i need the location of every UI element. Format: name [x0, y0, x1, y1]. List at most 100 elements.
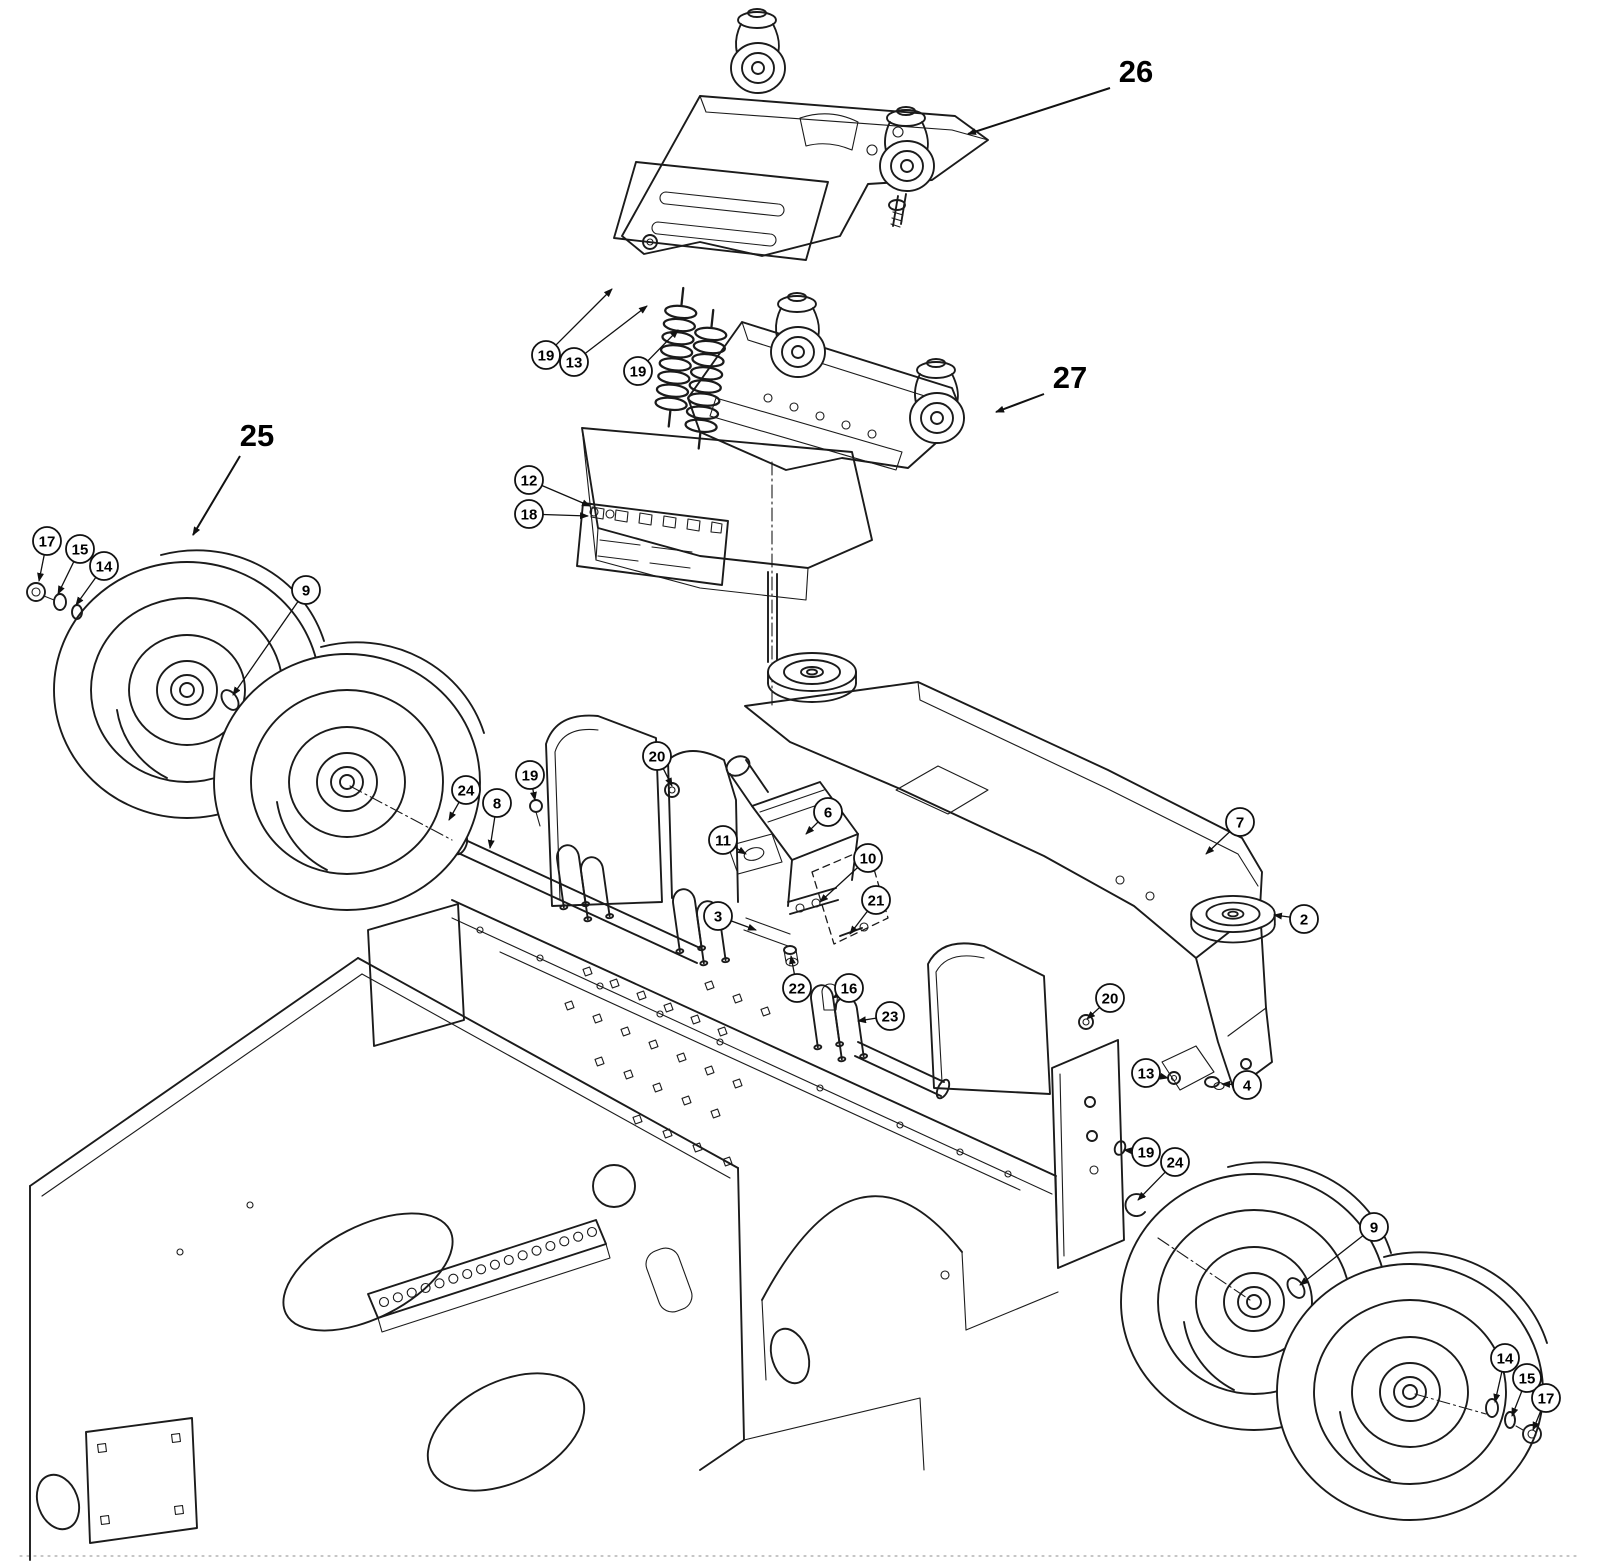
support-plate-7: [744, 681, 1273, 1091]
callout-13: 13: [559, 305, 648, 377]
callout-22: 22: [782, 955, 812, 1003]
callout-number: 8: [493, 796, 501, 813]
callout-number: 20: [649, 749, 666, 766]
axle-hardware-left: [26, 582, 83, 620]
callout-15: 15: [57, 534, 95, 595]
rivets: [176, 926, 1012, 1280]
callout-number: 18: [521, 507, 538, 524]
callout-number: 13: [1138, 1066, 1155, 1083]
u-bolts: [550, 842, 869, 1063]
callout-number: 24: [458, 783, 475, 800]
callout-circle: [708, 825, 738, 855]
callout-4: 4: [1221, 1070, 1262, 1100]
callout-circle: [89, 551, 119, 581]
callout-circle: [32, 526, 62, 556]
callout-circle: [482, 788, 512, 818]
callout-21: 21: [849, 885, 891, 935]
caster-wheel: [770, 292, 826, 378]
callout-14: 14: [1490, 1343, 1520, 1403]
callout-number: 17: [39, 534, 56, 551]
callout-circle: [623, 356, 653, 386]
callout-number: 16: [841, 981, 858, 998]
callout-circle: [559, 347, 589, 377]
bolt-18: [589, 507, 599, 517]
part-label-25: 25: [192, 418, 274, 536]
callout-circle: [1232, 1070, 1262, 1100]
callout-15: 15: [1511, 1363, 1542, 1417]
callout-circle: [834, 973, 864, 1003]
callout-24: 24: [1137, 1147, 1190, 1201]
callout-19: 19: [1123, 1137, 1161, 1167]
callout-circle: [813, 797, 843, 827]
caster-wheel: [879, 106, 935, 192]
mount-3: [743, 917, 791, 947]
nut-4: [1204, 1076, 1220, 1088]
callout-circle: [291, 575, 321, 605]
callout-20: 20: [1086, 983, 1125, 1020]
bolt-19-left: [529, 799, 543, 813]
callout-circle: [1131, 1137, 1161, 1167]
callout-number: 7: [1236, 815, 1244, 832]
callout-number: 6: [824, 805, 832, 822]
bracket-hardware-right: [1161, 1045, 1225, 1091]
caster-stem: [888, 193, 907, 228]
left-side-plate: [367, 903, 465, 1047]
seat-plate-assembly: [576, 427, 873, 707]
callout-circle: [1490, 1343, 1520, 1373]
callout-3: 3: [703, 901, 757, 931]
callout-number: 11: [715, 833, 731, 850]
callout-number: 9: [302, 583, 310, 600]
callout-circle: [514, 465, 544, 495]
part-label-text: 26: [1119, 54, 1153, 89]
callout-10: 10: [819, 843, 883, 903]
callout-circle: [861, 885, 891, 915]
callout-circle: [65, 534, 95, 564]
fenders: [545, 714, 1051, 1095]
callout-number: 21: [868, 893, 885, 910]
axle-hardware-right: [1485, 1398, 1542, 1444]
callout-24: 24: [448, 775, 481, 821]
callout-23: 23: [857, 1001, 905, 1031]
callout-circle: [642, 741, 672, 771]
stud-20-right: [1078, 1014, 1094, 1030]
callout-9: 9: [1299, 1212, 1389, 1286]
caster-assembly-26: [613, 8, 989, 261]
callout-number: 24: [1167, 1155, 1184, 1172]
callout-8: 8: [482, 788, 512, 849]
callout-19: 19: [531, 288, 613, 370]
callout-circle: [1160, 1147, 1190, 1177]
callout-number: 3: [714, 909, 722, 926]
callout-number: 2: [1300, 912, 1308, 929]
hinge-plate-12: [576, 502, 729, 586]
callout-circle: [1095, 983, 1125, 1013]
callout-20: 20: [642, 741, 673, 787]
callout-2: 2: [1273, 904, 1319, 934]
bracket-11: [727, 833, 783, 875]
callout-circle: [1359, 1212, 1389, 1242]
pin-19-right: [1113, 1140, 1127, 1156]
callout-number: 14: [96, 559, 113, 576]
callout-13: 13: [1131, 1058, 1169, 1088]
callout-circle: [1289, 904, 1319, 934]
callout-14: 14: [75, 551, 119, 606]
callout-number: 23: [882, 1009, 899, 1026]
caster-wheel: [909, 358, 965, 444]
callout-18: 18: [514, 499, 589, 529]
main-chassis: [29, 714, 1125, 1561]
callout-number: 15: [72, 542, 89, 559]
retaining-ring-24-right: [1124, 1193, 1146, 1217]
callout-number: 22: [789, 981, 806, 998]
callout-circle: [1512, 1363, 1542, 1393]
callout-circle: [1225, 807, 1255, 837]
callout-number: 12: [521, 473, 538, 490]
callout-circle: [531, 340, 561, 370]
callout-circle: [515, 760, 545, 790]
callout-11: 11: [708, 825, 747, 855]
callout-7: 7: [1205, 807, 1255, 855]
callout-number: 10: [860, 851, 877, 868]
deck-holes: [564, 966, 771, 1167]
callout-circle: [451, 775, 481, 805]
callout-number: 19: [1138, 1145, 1155, 1162]
callout-number: 14: [1497, 1351, 1514, 1368]
